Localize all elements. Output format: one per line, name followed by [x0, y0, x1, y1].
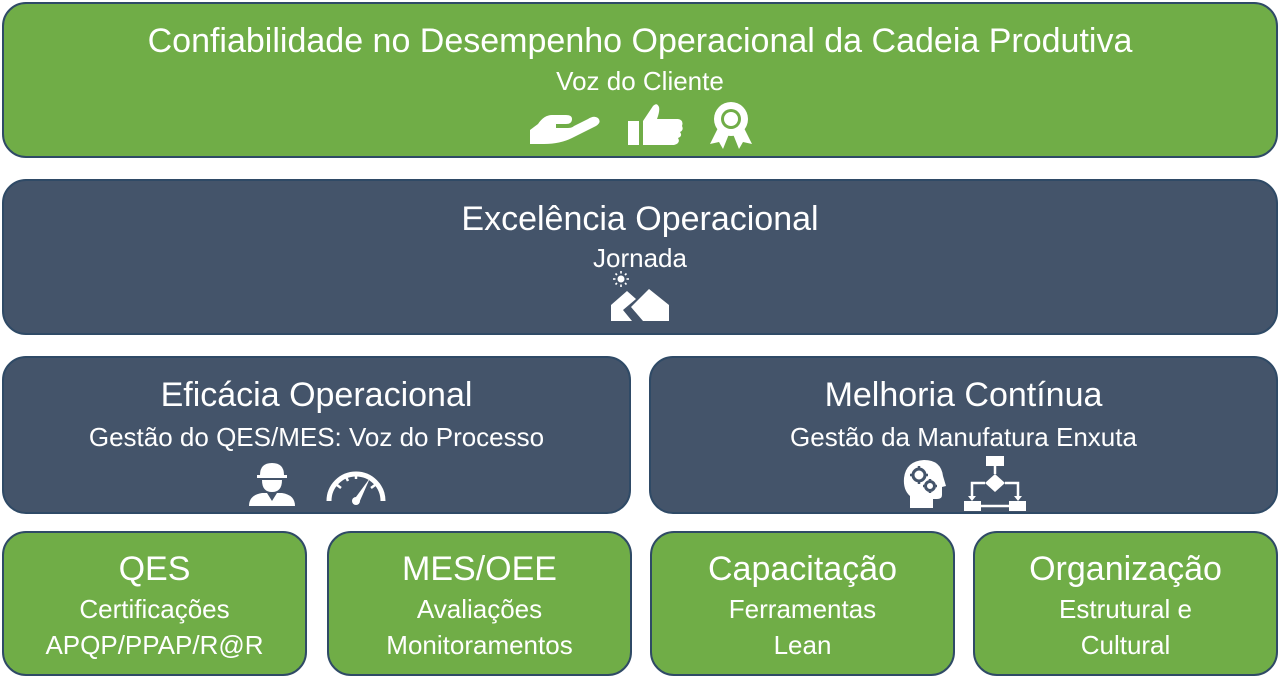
pillar-line-2: Lean — [773, 630, 832, 660]
pillar-capacitacao: Capacitação Ferramentas Lean — [650, 531, 955, 676]
efficacy-subtitle: Gestão do QES/MES: Voz do Processo — [88, 422, 545, 452]
efficacy-title: Eficácia Operacional — [160, 376, 473, 414]
award-ribbon-icon — [708, 100, 754, 150]
pillar-line-2: APQP/PPAP/R@R — [45, 630, 264, 660]
head-gears-icon — [902, 458, 946, 510]
handshake-icon — [526, 102, 604, 148]
excellence-title: Excelência Operacional — [461, 200, 819, 238]
customer-voice-banner: Confiabilidade no Desempenho Operacional… — [2, 2, 1278, 158]
excellence-subtitle: Jornada — [593, 243, 687, 273]
pillar-qes: QES Certificações APQP/PPAP/R@R — [2, 531, 307, 676]
improvement-title: Melhoria Contínua — [824, 376, 1103, 414]
pillar-line-1: Avaliações — [416, 594, 543, 624]
continuous-improvement-panel: Melhoria Contínua Gestão da Manufatura E… — [649, 356, 1278, 514]
pillar-line-2: Monitoramentos — [386, 630, 573, 660]
pillar-line-1: Ferramentas — [728, 594, 877, 624]
pillar-line-1: Estrutural e — [1059, 594, 1192, 624]
efficacy-icon-row — [4, 461, 629, 507]
operational-efficacy-panel: Eficácia Operacional Gestão do QES/MES: … — [2, 356, 631, 514]
worker-icon — [246, 461, 298, 507]
mountain-sun-icon — [609, 271, 671, 323]
flowchart-icon — [963, 456, 1026, 512]
pillar-mes-oee: MES/OEE Avaliações Monitoramentos — [327, 531, 632, 676]
pillar-title: Organização — [1029, 550, 1222, 588]
improvement-subtitle: Gestão da Manufatura Enxuta — [790, 422, 1137, 452]
excellence-icon-row — [4, 271, 1276, 323]
thumbs-up-icon — [626, 102, 686, 148]
speedometer-icon — [324, 463, 388, 505]
banner-title: Confiabilidade no Desempenho Operacional… — [147, 22, 1133, 60]
pillar-title: MES/OEE — [402, 550, 557, 588]
operational-excellence-banner: Excelência Operacional Jornada — [2, 179, 1278, 335]
pillar-title: Capacitação — [707, 550, 897, 588]
pillar-line-1: Certificações — [79, 594, 230, 624]
pillar-organizacao: Organização Estrutural e Cultural — [973, 531, 1278, 676]
banner-icon-row — [4, 100, 1276, 150]
pillar-title: QES — [118, 550, 191, 588]
improvement-icon-row — [651, 456, 1276, 512]
banner-subtitle: Voz do Cliente — [556, 66, 724, 96]
pillar-line-2: Cultural — [1080, 630, 1171, 660]
